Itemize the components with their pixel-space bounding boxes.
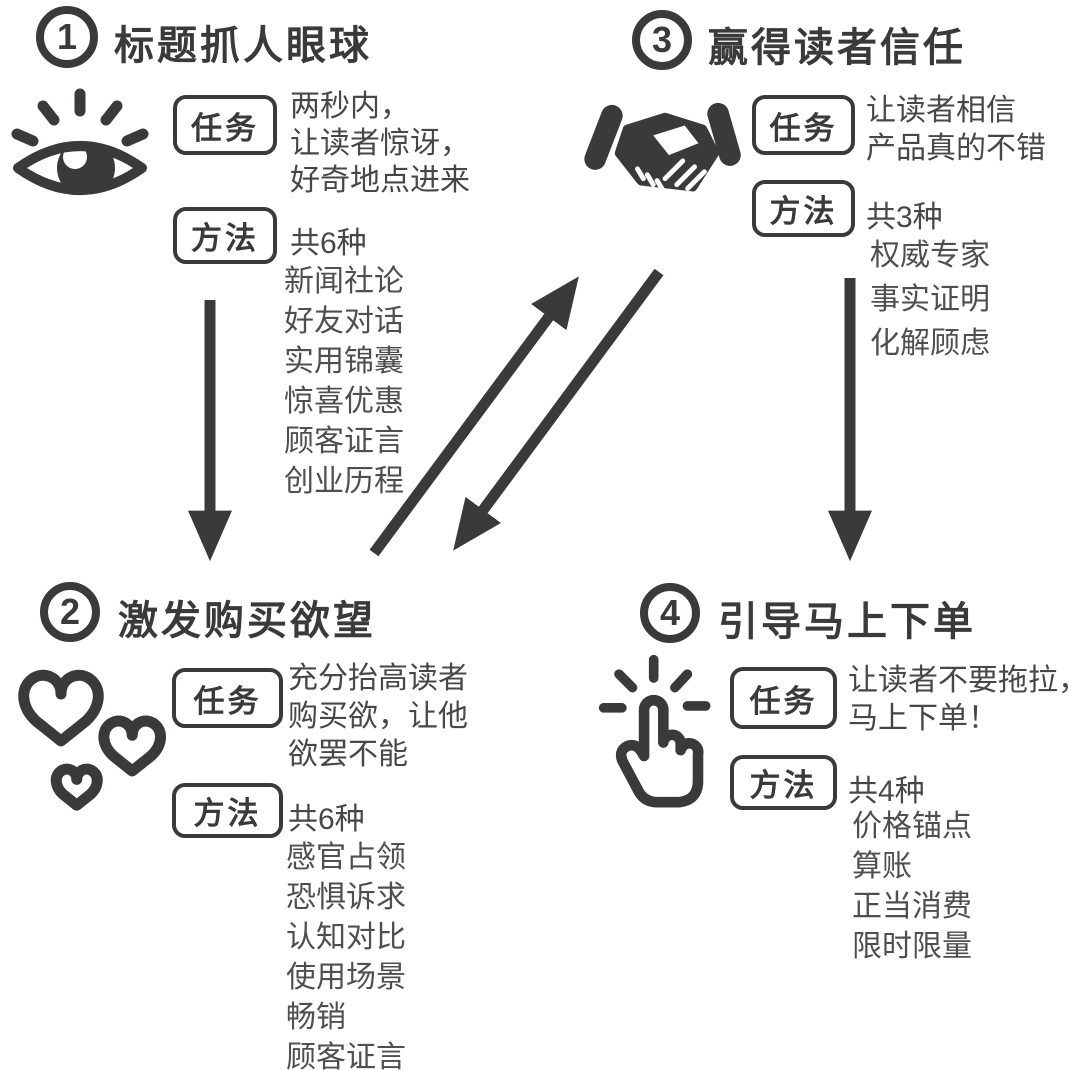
method-label: 方法 [191, 221, 259, 256]
step-4-task-box: 任务 [730, 667, 837, 729]
step-2-task-line: 购买欲，让他 [288, 700, 468, 733]
step-1-method-list: 新闻社论 好友对话 实用锦囊 惊喜优惠 顾客证言 创业历程 [284, 258, 404, 498]
step-3-number-badge: 3 [632, 10, 692, 70]
step-3-task-box: 任务 [752, 95, 855, 155]
method-item: 顾客证言 [284, 425, 404, 458]
hearts-icon [12, 664, 172, 814]
method-item: 算账 [852, 850, 912, 883]
method-item: 好友对话 [284, 305, 404, 338]
task-label: 任务 [193, 683, 262, 719]
tap-icon [594, 648, 724, 812]
eye-icon [6, 84, 156, 202]
step-4-method-count: 共4种 [848, 775, 925, 808]
step-4-number: 4 [659, 592, 681, 633]
step-1-task-line: 两秒内， [290, 90, 410, 123]
method-item: 限时限量 [852, 930, 972, 963]
method-label: 方法 [769, 194, 838, 229]
step-4-task-line: 马上下单！ [848, 702, 998, 735]
step-1-number: 1 [56, 16, 78, 57]
step-4-task-line: 让读者不要拖拉， [848, 664, 1087, 697]
method-item: 感官占领 [286, 841, 406, 874]
method-item: 新闻社论 [284, 265, 404, 298]
arrow-diagonal-down-left [453, 268, 664, 551]
step-2-title: 激发购买欲望 [118, 599, 376, 643]
task-label: 任务 [769, 110, 838, 146]
step-3-task-text: 让读者相信 产品真的不错 [866, 92, 1046, 168]
step-3-number: 3 [651, 19, 673, 60]
step-2-task-line: 充分抬高读者 [288, 662, 468, 695]
method-item: 价格锚点 [852, 810, 972, 843]
step-2-number: 2 [59, 591, 81, 632]
step-4-method-list: 价格锚点 算账 正当消费 限时限量 [852, 803, 972, 963]
method-label: 方法 [749, 768, 818, 803]
step-1-task-text: 两秒内， 让读者惊讶， 好奇地点进来 [290, 88, 470, 199]
method-item: 创业历程 [284, 465, 404, 498]
method-item: 恐惧诉求 [286, 881, 406, 914]
method-item: 畅销 [286, 1001, 346, 1034]
step-1-number-badge: 1 [36, 6, 98, 68]
step-1-method-count: 共6种 [290, 227, 367, 260]
step-1-task-line: 让读者惊讶， [290, 127, 470, 160]
method-item: 认知对比 [286, 921, 406, 954]
method-label: 方法 [193, 796, 262, 831]
step-2-method-box: 方法 [172, 783, 283, 838]
method-item: 实用锦囊 [284, 345, 404, 378]
step-3-task-line: 让读者相信 [866, 94, 1016, 127]
step-4-method-box: 方法 [730, 755, 837, 810]
task-label: 任务 [749, 683, 818, 719]
step-3-title: 赢得读者信任 [708, 26, 966, 70]
task-label: 任务 [191, 110, 259, 146]
step-2-number-badge: 2 [40, 582, 100, 642]
step-3-method-list: 权威专家 事实证明 化解顾虑 [870, 230, 990, 362]
method-item: 惊喜优惠 [284, 385, 404, 418]
method-item: 事实证明 [870, 283, 990, 316]
method-item: 顾客证言 [286, 1041, 406, 1070]
step-2-method-list: 感官占领 恐惧诉求 认知对比 使用场景 畅销 顾客证言 [286, 834, 406, 1070]
step-2-task-line: 欲罢不能 [288, 738, 408, 771]
method-item: 使用场景 [286, 961, 406, 994]
handshake-icon [582, 98, 750, 220]
step-4-task-text: 让读者不要拖拉， 马上下单！ [848, 662, 1087, 738]
step-1-title: 标题抓人眼球 [114, 24, 372, 68]
method-item: 正当消费 [852, 890, 972, 923]
method-item: 化解顾虑 [870, 327, 990, 360]
step-1-task-box: 任务 [173, 95, 277, 155]
step-2-task-box: 任务 [172, 668, 283, 728]
method-item: 权威专家 [870, 239, 990, 272]
step-3-task-line: 产品真的不错 [866, 132, 1046, 165]
step-2-task-text: 充分抬高读者 购买欲，让他 欲罢不能 [288, 660, 468, 774]
step-1-task-line: 好奇地点进来 [290, 164, 470, 197]
step-3-method-count: 共3种 [866, 201, 943, 234]
step-1-method-box: 方法 [173, 207, 277, 264]
step-2-method-count: 共6种 [288, 803, 365, 836]
step-3-method-box: 方法 [752, 180, 855, 237]
step-4-number-badge: 4 [640, 583, 700, 643]
step-4-title: 引导马上下单 [718, 600, 976, 644]
